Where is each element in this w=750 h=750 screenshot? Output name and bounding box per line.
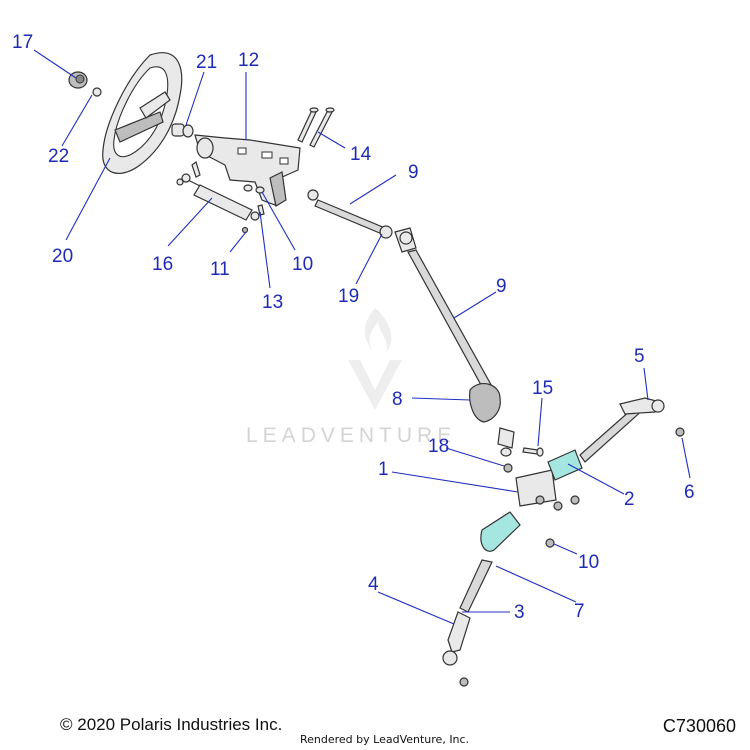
callout-9-upper: 9 (408, 162, 419, 183)
lower-universal-joint (497, 427, 515, 457)
callout-13: 13 (262, 292, 283, 313)
callout-12: 12 (238, 50, 259, 71)
callout-17: 17 (12, 32, 33, 53)
leader-lines (33, 49, 691, 625)
callout-7: 7 (574, 601, 585, 622)
pinch-nut (503, 463, 513, 473)
steering-wheel (102, 52, 183, 174)
pinch-bolt (522, 447, 544, 457)
callout-11: 11 (210, 259, 230, 280)
bushing (171, 123, 194, 138)
steering-rack (459, 401, 646, 613)
gas-strut (181, 173, 260, 221)
column-bracket (194, 134, 301, 207)
castle-nut-left (459, 677, 469, 687)
callout-16: 16 (152, 254, 173, 275)
diagram-code: C730060 (662, 716, 736, 736)
intermediate-shaft (407, 249, 495, 395)
callout-8: 8 (392, 389, 403, 410)
callout-5: 5 (634, 346, 645, 367)
callout-3: 3 (514, 602, 525, 623)
callout-18: 18 (428, 436, 449, 457)
callout-2: 2 (624, 489, 635, 510)
callout-14: 14 (350, 144, 372, 165)
callout-4: 4 (368, 574, 379, 595)
callout-9-lower: 9 (496, 276, 507, 297)
small-fasteners (176, 161, 265, 234)
copyright-text: © 2020 Polaris Industries Inc. (60, 715, 283, 734)
callout-1: 1 (378, 459, 389, 480)
callout-22: 22 (48, 146, 69, 167)
rack-nuts (535, 495, 580, 548)
horn-cap (68, 71, 88, 89)
callout-19: 19 (338, 286, 359, 307)
upper-steering-shaft (307, 189, 393, 239)
callout-6: 6 (684, 482, 695, 503)
watermark-text: LEADVENTURE (246, 424, 456, 447)
callout-21: 21 (196, 52, 217, 73)
callout-15: 15 (532, 378, 553, 399)
rendered-by-text: Rendered by LeadVenture, Inc. (300, 733, 470, 746)
shaft-boot (469, 382, 501, 423)
callout-20: 20 (52, 246, 73, 267)
callout-10-lower: 10 (578, 552, 599, 573)
column-bolts (297, 107, 335, 148)
universal-joint (394, 227, 417, 253)
watermark-logo-icon (348, 308, 402, 410)
callout-10-upper: 10 (292, 254, 313, 275)
tie-rod-end-left (442, 611, 471, 666)
tie-rod-end-right (619, 397, 665, 415)
watermark: LEADVENTURE (246, 308, 456, 447)
castle-nut-right (675, 427, 685, 437)
callout-numbers: 17 22 20 21 12 14 16 11 13 10 9 19 9 8 1… (12, 32, 695, 623)
wheel-nut (92, 87, 102, 97)
